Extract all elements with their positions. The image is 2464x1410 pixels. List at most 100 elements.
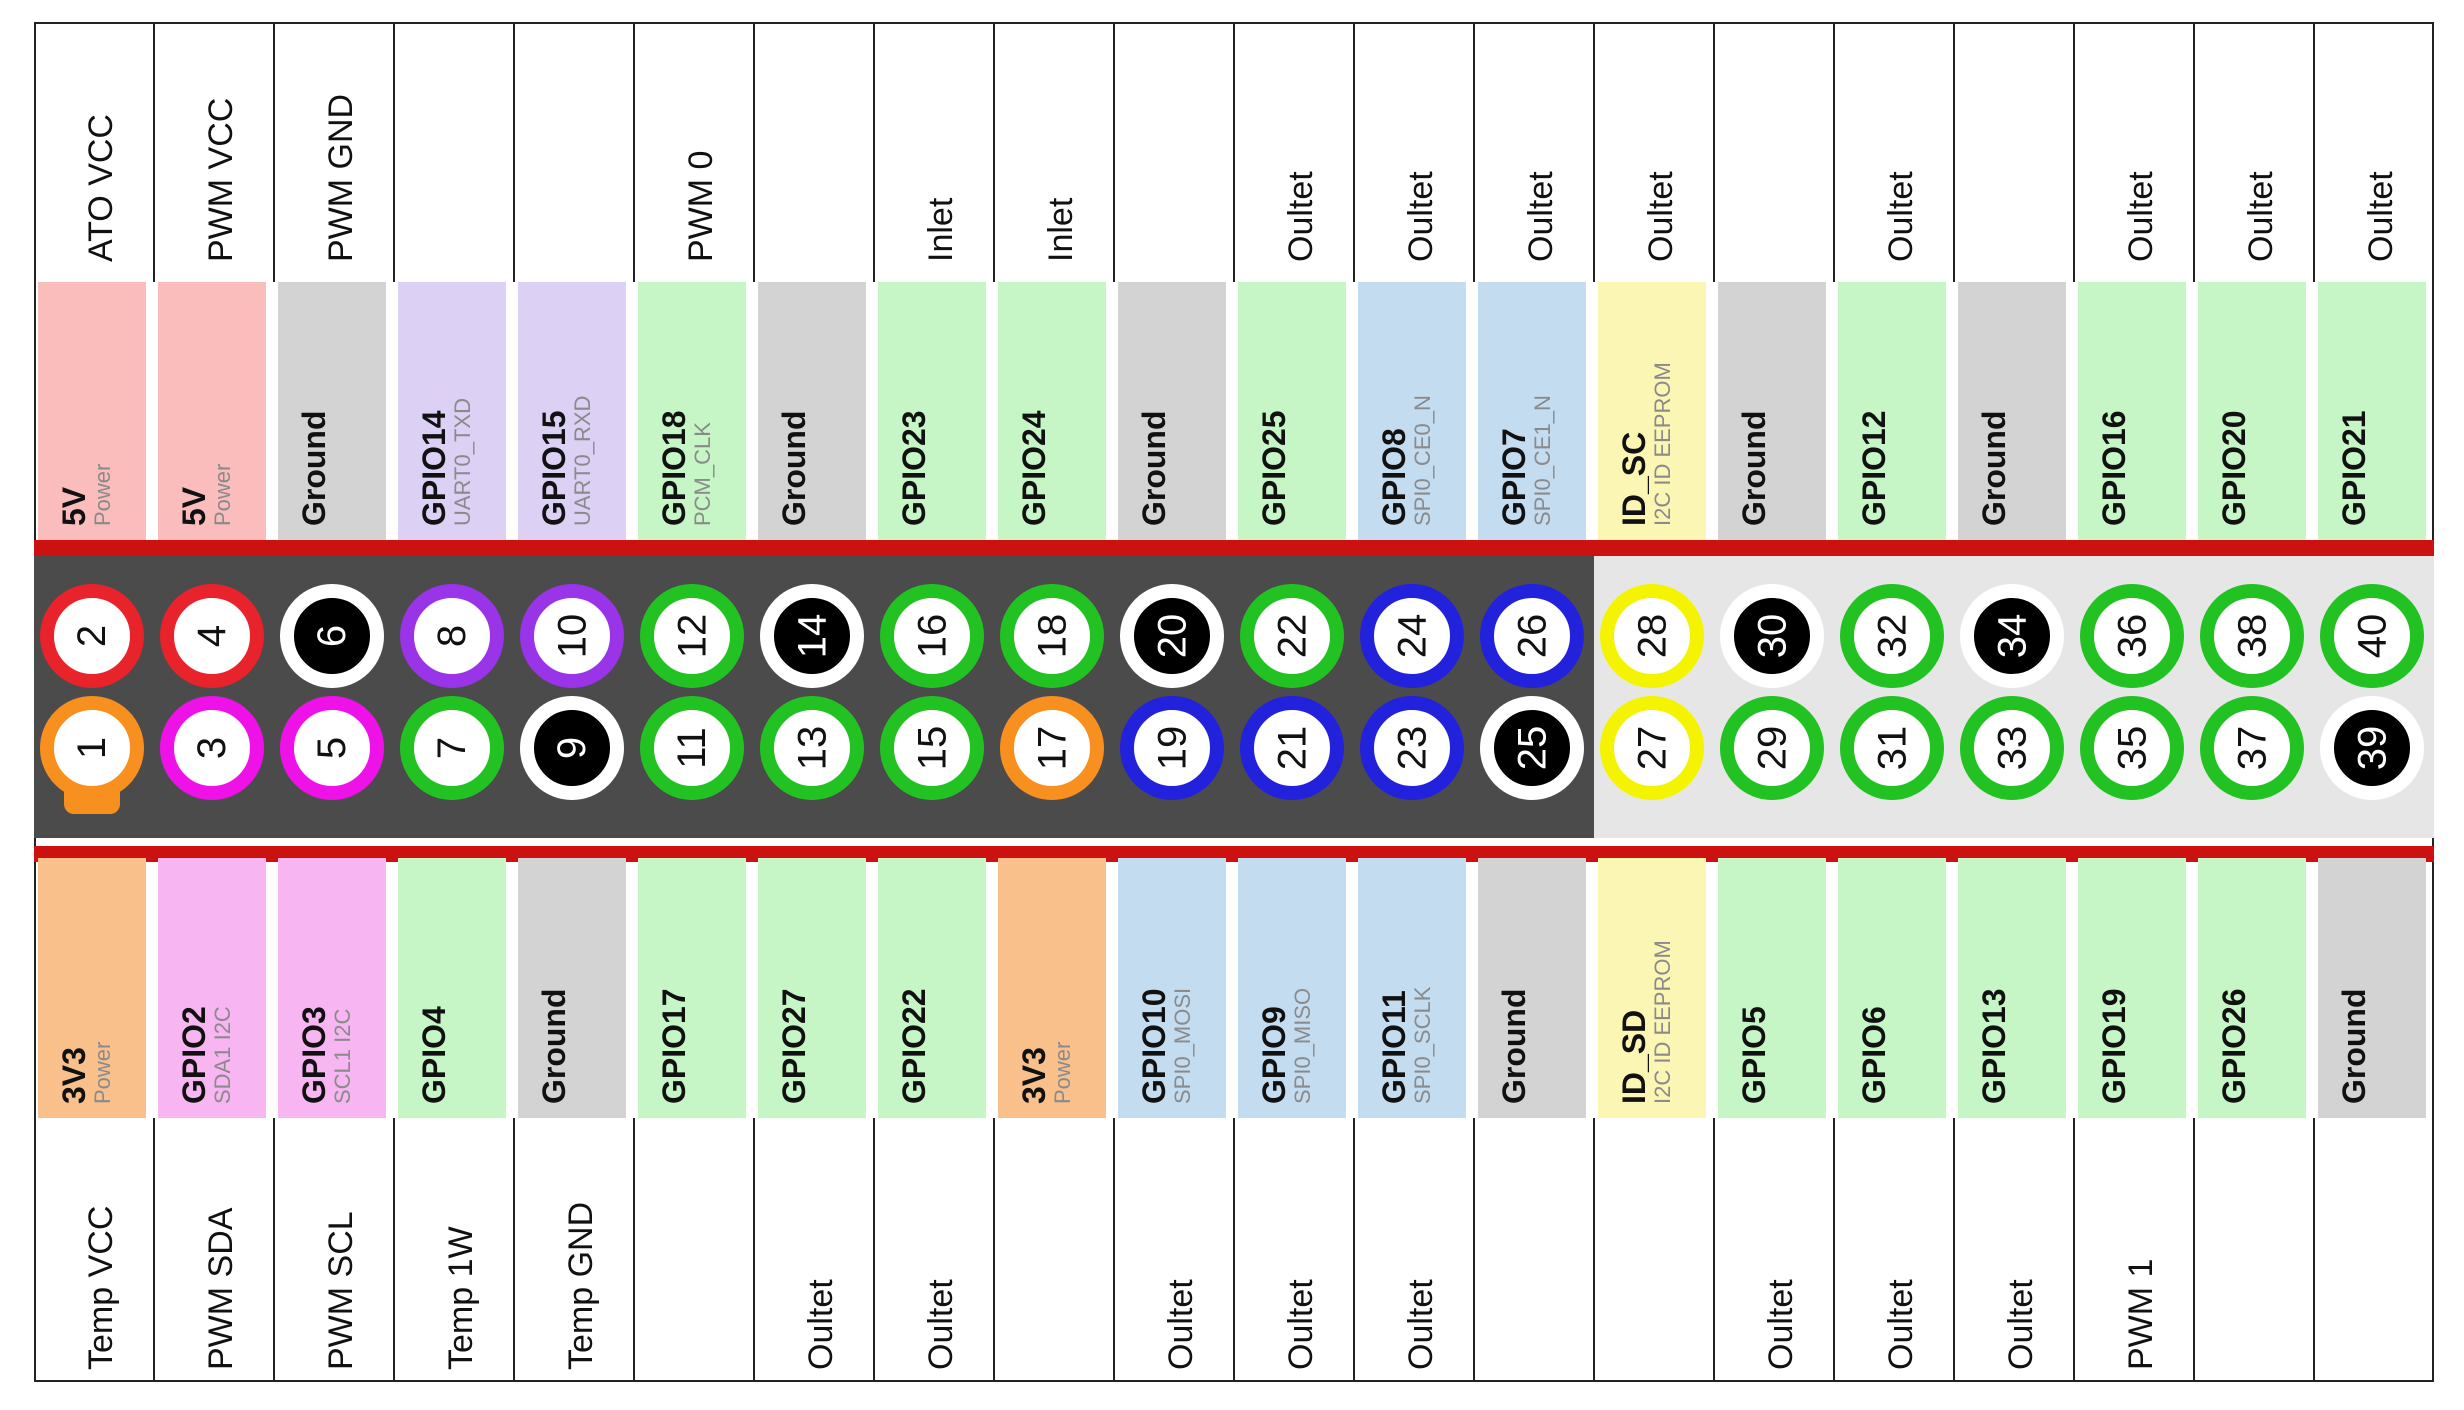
odd-pin-tag: GPIO19 bbox=[2078, 858, 2186, 1118]
pin-tag-text: Ground bbox=[1736, 410, 1772, 526]
pin-name: Ground bbox=[1496, 988, 1532, 1104]
top-function-label: PWM 0 bbox=[682, 150, 720, 262]
grid-line bbox=[1953, 22, 1955, 282]
even-pin-tag: GPIO16 bbox=[2078, 282, 2186, 540]
grid-line bbox=[873, 1118, 875, 1382]
pin-tag-text: Ground bbox=[536, 988, 572, 1104]
pin-name: GPIO15 bbox=[536, 410, 572, 526]
top-function-label: Oultet bbox=[2362, 171, 2400, 262]
pin-7: 7 bbox=[400, 696, 504, 800]
pin-16: 16 bbox=[880, 584, 984, 688]
bottom-function-label: Oultet bbox=[2002, 1279, 2040, 1370]
pin-13: 13 bbox=[760, 696, 864, 800]
bottom-function-label: Oultet bbox=[1882, 1279, 1920, 1370]
grid-line bbox=[2313, 1118, 2315, 1382]
pin-31: 31 bbox=[1840, 696, 1944, 800]
pin-tag-text: Ground bbox=[1496, 988, 1532, 1104]
pin-tag-text: GPIO5 bbox=[1736, 1006, 1772, 1104]
pin-number: 13 bbox=[790, 725, 834, 771]
pin-number: 36 bbox=[2110, 613, 2154, 659]
grid-line bbox=[2193, 1118, 2195, 1382]
pin-tag-text: GPIO21 bbox=[2336, 410, 2372, 526]
odd-pin-tag: GPIO26 bbox=[2198, 858, 2306, 1118]
pin-name: GPIO18 bbox=[656, 410, 692, 526]
pin-name: GPIO11 bbox=[1376, 990, 1412, 1104]
top-function-label: Oultet bbox=[1282, 171, 1320, 262]
pin-number: 23 bbox=[1390, 725, 1434, 771]
pin-function: SDA1 I2C bbox=[210, 1006, 235, 1104]
grid-line bbox=[873, 22, 875, 282]
top-function-label: Inlet bbox=[1042, 197, 1080, 262]
pin-35: 35 bbox=[2080, 696, 2184, 800]
grid-line bbox=[1113, 22, 1115, 282]
even-pin-tag: GPIO12 bbox=[1838, 282, 1946, 540]
pin-name: ID_SC bbox=[1616, 431, 1652, 526]
grid-line bbox=[2073, 22, 2075, 282]
grid-line bbox=[273, 1118, 275, 1382]
pin-3: 3 bbox=[160, 696, 264, 800]
bottom-function-label: Oultet bbox=[1402, 1279, 1440, 1370]
grid-line bbox=[753, 22, 755, 282]
pin-function: Power bbox=[90, 1041, 115, 1104]
pin-28: 28 bbox=[1600, 584, 1704, 688]
pin-30: 30 bbox=[1720, 584, 1824, 688]
grid-line bbox=[1593, 1118, 1595, 1382]
pin-name: GPIO9 bbox=[1256, 1006, 1292, 1104]
pin-number: 7 bbox=[430, 736, 474, 760]
grid-line bbox=[1713, 22, 1715, 282]
pin-tag-text: GPIO16 bbox=[2096, 410, 2132, 526]
pin-function: UART0_RXD bbox=[570, 395, 595, 526]
pin-name: GPIO10 bbox=[1136, 988, 1172, 1104]
pin-number: 29 bbox=[1750, 725, 1794, 771]
pin-number: 4 bbox=[190, 624, 234, 648]
pin-number: 27 bbox=[1630, 725, 1674, 771]
odd-pin-tag: GPIO22 bbox=[878, 858, 986, 1118]
pin-name: GPIO5 bbox=[1736, 1006, 1772, 1104]
pin-tag-text: GPIO27 bbox=[776, 988, 812, 1104]
pin-name: 3V3 bbox=[1016, 1047, 1052, 1104]
pin-name: Ground bbox=[1736, 410, 1772, 526]
grid-line bbox=[993, 22, 995, 282]
top-function-label: Oultet bbox=[1882, 171, 1920, 262]
pin-12: 12 bbox=[640, 584, 744, 688]
grid-line bbox=[1473, 22, 1475, 282]
pin-number: 6 bbox=[310, 624, 354, 648]
pin-9: 9 bbox=[520, 696, 624, 800]
bottom-function-label: Oultet bbox=[1762, 1279, 1800, 1370]
even-pin-tag: GPIO20 bbox=[2198, 282, 2306, 540]
pin-22: 22 bbox=[1240, 584, 1344, 688]
pin-tag-text: GPIO19 bbox=[2096, 988, 2132, 1104]
bottom-function-label: Oultet bbox=[1282, 1279, 1320, 1370]
pin-function: SPI0_CE0_N bbox=[1410, 395, 1435, 526]
pin-function: SPI0_CE1_N bbox=[1530, 395, 1555, 526]
even-pin-tag: Ground bbox=[1958, 282, 2066, 540]
grid-line bbox=[1833, 1118, 1835, 1382]
pin-tag-text: GPIO22 bbox=[896, 988, 932, 1104]
pin-name: Ground bbox=[1976, 410, 2012, 526]
pin-6: 6 bbox=[280, 584, 384, 688]
pin-tag-text: Ground bbox=[776, 410, 812, 526]
pin-name: GPIO21 bbox=[2336, 410, 2372, 526]
pin-24: 24 bbox=[1360, 584, 1464, 688]
pin-5: 5 bbox=[280, 696, 384, 800]
pin-number: 14 bbox=[790, 613, 834, 659]
pin-17: 17 bbox=[1000, 696, 1104, 800]
grid-line bbox=[1233, 1118, 1235, 1382]
pin-function: I2C ID EEPROM bbox=[1650, 362, 1675, 526]
